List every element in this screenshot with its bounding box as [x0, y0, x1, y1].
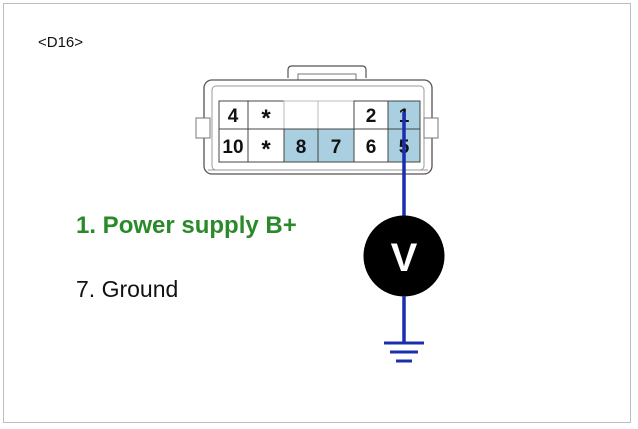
pin-label-star-bottom: *: [261, 136, 271, 163]
pin-cell-blank-a: [283, 100, 319, 130]
voltmeter-icon: V: [363, 215, 445, 297]
pin-label-star-top: *: [261, 105, 271, 132]
pin-cell-8: [283, 128, 319, 163]
pin-cell-star-bottom: [247, 128, 285, 163]
pin-label-6: 6: [366, 137, 377, 158]
pin-cell-blank-b: [317, 100, 355, 130]
pin-label-8: 8: [296, 137, 307, 158]
pin-cell-4: [218, 100, 249, 130]
voltmeter-symbol: V: [391, 236, 418, 280]
pin-cell-2: [353, 100, 389, 130]
pin-label-7: 7: [331, 137, 342, 158]
legend-item-ground: 7. Ground: [76, 276, 179, 302]
pin-label-2: 2: [366, 106, 377, 127]
legend-item-power-supply: 1. Power supply B+: [76, 212, 297, 239]
ground-icon: [384, 341, 424, 363]
pin-grid: 4 * 2 1 10 * 8 7 6 5: [218, 100, 421, 163]
pin-cell-star-top: [247, 100, 285, 130]
pin-label-10: 10: [222, 137, 243, 158]
pin-cell-10: [218, 128, 249, 163]
connector-label: <D16>: [38, 34, 84, 51]
pin-label-4: 4: [228, 106, 239, 127]
